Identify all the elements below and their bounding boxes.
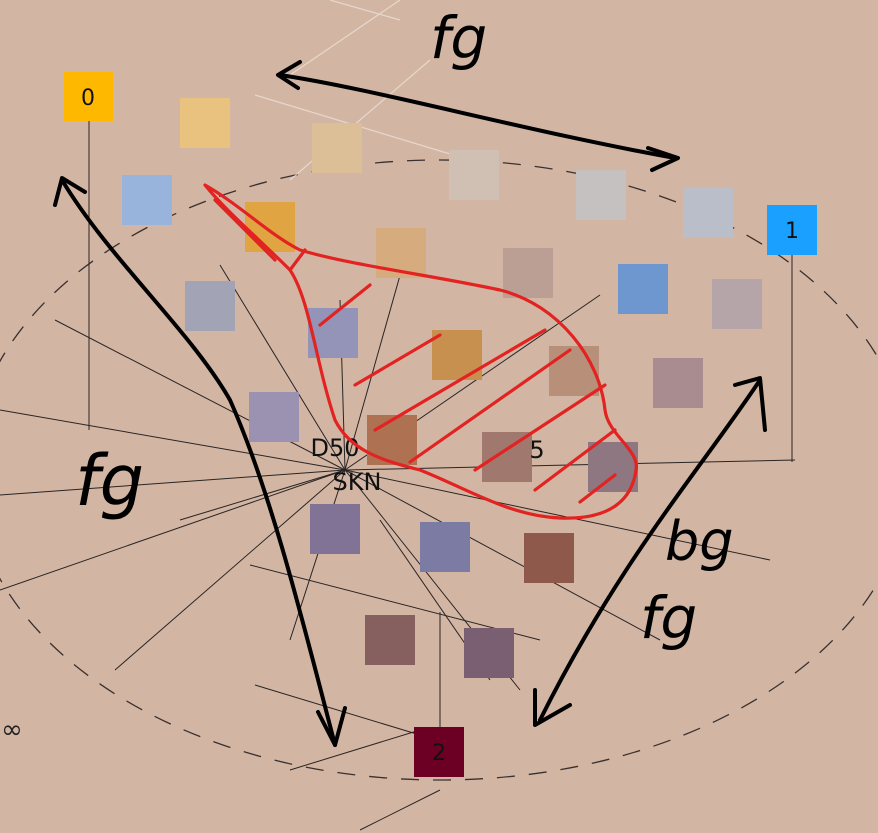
anchor-1-box[interactable]	[767, 205, 817, 255]
red-hatch-stroke	[373, 328, 547, 432]
grid-line	[254, 94, 471, 161]
spoke-line	[54, 319, 346, 471]
red-hatched-region	[203, 183, 638, 520]
center-label-line2: SKN	[333, 468, 382, 496]
spoke-line	[0, 409, 346, 471]
color-swatch[interactable]	[367, 415, 417, 465]
color-swatch[interactable]	[683, 188, 733, 238]
red-hatch-stroke	[578, 473, 617, 504]
anchor-0-box[interactable]	[64, 72, 113, 121]
spoke-line	[344, 239, 411, 471]
spoke-line	[219, 264, 346, 471]
color-swatch[interactable]	[618, 264, 668, 314]
spoke-line	[0, 469, 346, 591]
color-swatch[interactable]	[420, 522, 470, 572]
spoke-line	[359, 789, 441, 831]
infinity-label: ∞	[1, 715, 23, 745]
red-hatch-stroke	[318, 283, 372, 327]
color-swatches	[122, 98, 762, 678]
arrow-head	[646, 146, 680, 172]
color-swatch[interactable]	[185, 281, 235, 331]
color-swatch[interactable]	[464, 628, 514, 678]
spoke-line	[179, 469, 346, 521]
spoke-line	[114, 469, 346, 671]
color-swatch[interactable]	[524, 533, 574, 583]
spoke-line	[289, 729, 421, 771]
color-swatch[interactable]	[482, 432, 532, 482]
spoke-line	[254, 684, 421, 736]
red-hatch-stroke	[288, 248, 307, 272]
annotation-fg-left: fg	[75, 440, 144, 522]
color-swatch[interactable]	[712, 279, 762, 329]
color-swatch[interactable]	[549, 346, 599, 396]
arrow-head	[53, 176, 87, 207]
anchor-1-label: 1	[785, 219, 799, 244]
spoke-line	[344, 469, 661, 641]
arrow-head	[533, 688, 572, 727]
dashed-guide-rings	[0, 159, 878, 781]
grid-line	[329, 0, 401, 21]
spoke-line	[344, 469, 771, 561]
anchor-0[interactable]: 0	[64, 72, 113, 121]
annotation-fg-right: fg	[640, 584, 697, 652]
center-label-line1: D50	[310, 434, 359, 462]
stray-label: 5	[529, 436, 544, 464]
red-hatch-stroke	[533, 428, 617, 492]
spoke-line	[249, 564, 541, 641]
annotation-bg-right: bg	[665, 510, 734, 573]
arrow-head	[276, 60, 302, 90]
grid-line	[289, 0, 401, 76]
red-outline	[203, 183, 638, 520]
color-swatch[interactable]	[180, 98, 230, 148]
red-hatch-stroke	[213, 198, 277, 262]
left-double-arrow	[60, 178, 337, 747]
arrow-head	[316, 706, 347, 747]
red-hatch-stroke	[408, 348, 572, 464]
color-swatch[interactable]	[365, 615, 415, 665]
color-swatch[interactable]	[122, 175, 172, 225]
anchor-2-label: 2	[432, 741, 446, 766]
color-swatch[interactable]	[249, 392, 299, 442]
spoke-line	[0, 469, 346, 496]
anchor-0-label: 0	[81, 86, 95, 111]
color-swatch[interactable]	[312, 123, 362, 173]
color-swatch[interactable]	[503, 248, 553, 298]
black-arrows	[53, 60, 767, 747]
outer-dashed-ring	[0, 159, 878, 781]
color-swatch[interactable]	[449, 150, 499, 200]
red-hatch-stroke	[473, 383, 607, 472]
color-swatch[interactable]	[310, 504, 360, 554]
anchor-1[interactable]: 1	[767, 205, 817, 255]
color-swatch[interactable]	[653, 358, 703, 408]
top-double-arrow	[278, 73, 677, 160]
arrow-head	[733, 376, 767, 432]
anchor-2[interactable]: 2	[414, 727, 464, 777]
right-double-arrow	[538, 378, 762, 722]
annotation-fg-top: fg	[430, 4, 487, 72]
red-hatch-stroke	[353, 333, 442, 387]
anchor-2-box[interactable]	[414, 727, 464, 777]
color-swatch[interactable]	[576, 170, 626, 220]
